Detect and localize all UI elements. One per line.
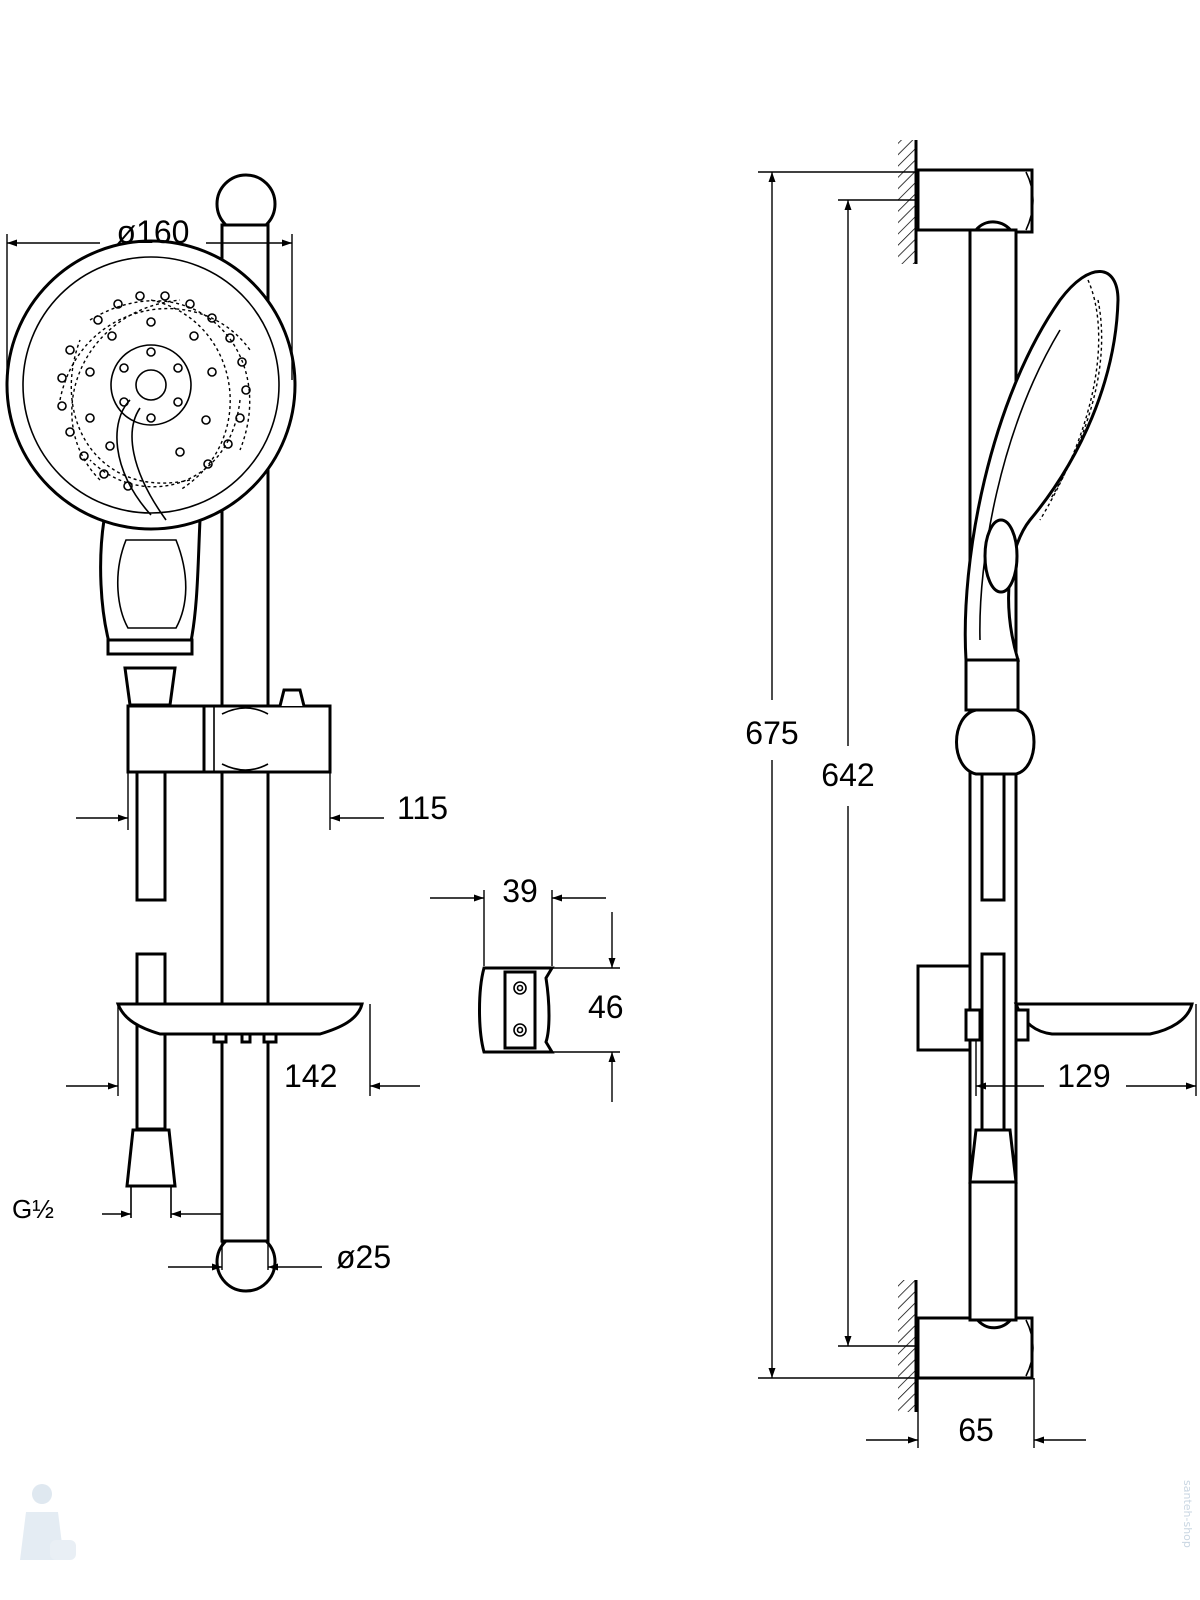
side-bottom-bracket	[916, 1316, 1034, 1380]
soap-dish	[115, 1002, 364, 1036]
spiral-nozzle-pattern	[57, 291, 251, 521]
front-view	[5, 173, 364, 1293]
dim-total-height: 675	[745, 715, 798, 751]
hose-lower	[135, 952, 167, 1131]
side-slider-holder	[955, 708, 1036, 776]
wall-hatch-top	[898, 140, 916, 264]
watermark-logo	[20, 1484, 76, 1560]
dim-head-diameter: ø160	[117, 214, 190, 250]
dim-holder-depth: 115	[397, 790, 448, 826]
side-view	[898, 140, 1194, 1412]
side-top-bracket	[916, 168, 1034, 234]
side-soap-dish	[1013, 1002, 1194, 1036]
side-hose	[980, 772, 1006, 902]
wall-bracket-detail: 39 46	[430, 873, 624, 1102]
hose-connector-nut	[125, 1128, 177, 1188]
watermark-text: santeh-shop	[1181, 1480, 1194, 1548]
centre-nozzle-ring	[110, 344, 192, 426]
dim-soap-dish-width: 142	[284, 1058, 337, 1094]
side-soap-dish-mount	[916, 964, 972, 1052]
side-dimensions: 675 642 129 65	[745, 171, 1197, 1448]
dim-bracket-width: 39	[502, 873, 538, 909]
slider-holder	[202, 704, 332, 774]
shower-head	[5, 239, 297, 531]
dim-soap-dish-depth: 129	[1057, 1058, 1110, 1094]
dim-hose-thread: G½	[12, 1194, 54, 1224]
head-holder-swivel	[123, 666, 177, 707]
dim-fixing-distance: 642	[821, 757, 874, 793]
dim-wall-offset: 65	[958, 1412, 994, 1448]
slider-lock-button	[278, 688, 306, 707]
dim-rail-diameter: ø25	[336, 1239, 391, 1275]
dim-bracket-height: 46	[588, 989, 624, 1025]
front-dimensions: ø160 115 142 G½ ø25	[6, 214, 448, 1275]
